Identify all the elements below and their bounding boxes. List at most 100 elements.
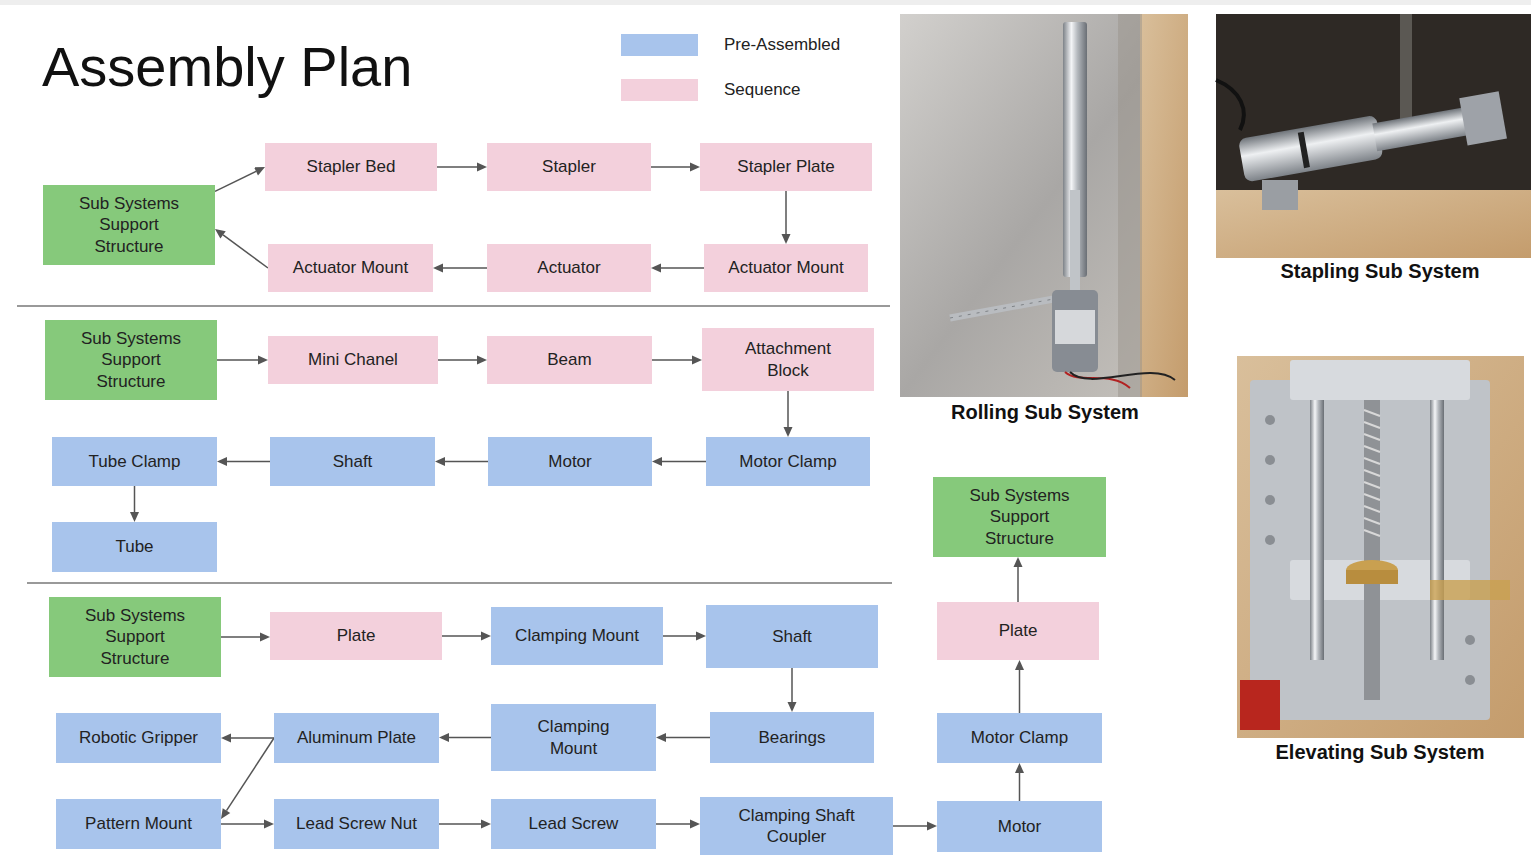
flow-arrow bbox=[788, 668, 797, 712]
box-label: Stapler bbox=[542, 156, 596, 177]
preassembled-box: Motor bbox=[488, 437, 652, 486]
flow-arrow bbox=[437, 163, 487, 172]
flow-arrow bbox=[782, 191, 791, 244]
flow-arrow bbox=[651, 264, 704, 273]
section-divider bbox=[27, 582, 892, 584]
arrow-line bbox=[438, 359, 477, 361]
arrow-head bbox=[1014, 557, 1023, 567]
flow-arrow bbox=[651, 163, 700, 172]
box-label: Lead Screw bbox=[529, 813, 619, 834]
box-content: Shaft bbox=[333, 451, 373, 472]
arrow-line bbox=[223, 235, 268, 268]
box-content: Stapler Bed bbox=[307, 156, 396, 177]
box-label: Tube Clamp bbox=[89, 451, 181, 472]
arrow-line bbox=[221, 823, 264, 825]
box-label: Plate bbox=[337, 625, 376, 646]
flow-arrow bbox=[215, 167, 265, 191]
preassembled-box: Shaft bbox=[270, 437, 435, 486]
arrow-line bbox=[449, 737, 491, 739]
box-label: Robotic Gripper bbox=[79, 727, 198, 748]
support-box: Sub Systems Support Structure bbox=[933, 477, 1106, 557]
arrow-head bbox=[692, 356, 702, 365]
box-content: Bearings bbox=[758, 727, 825, 748]
box-label: Motor Clamp bbox=[971, 727, 1068, 748]
arrow-line bbox=[437, 166, 477, 168]
box-content: Clamping Shaft Coupler bbox=[727, 805, 867, 848]
photo-caption: Rolling Sub System bbox=[951, 401, 1139, 424]
arrow-head bbox=[1015, 660, 1024, 670]
flow-arrow bbox=[652, 457, 706, 466]
arrow-line bbox=[785, 191, 787, 234]
box-content: Tube bbox=[115, 536, 153, 557]
flow-arrow bbox=[1014, 557, 1023, 602]
stapling-photo bbox=[1216, 14, 1531, 258]
box-content: Sub Systems Support Structure bbox=[69, 328, 194, 392]
sequence-box: Plate bbox=[937, 602, 1099, 660]
box-content: Motor bbox=[548, 451, 591, 472]
arrow-head bbox=[435, 457, 445, 466]
arrow-head bbox=[439, 733, 449, 742]
arrow-head bbox=[481, 820, 491, 829]
arrow-line bbox=[134, 486, 136, 512]
arrow-head bbox=[782, 234, 791, 244]
arrow-line bbox=[661, 267, 704, 269]
arrow-head bbox=[652, 457, 662, 466]
arrow-line bbox=[227, 461, 270, 463]
flow-arrow bbox=[217, 356, 268, 365]
arrow-line bbox=[1019, 773, 1021, 801]
sequence-box: Actuator bbox=[487, 244, 651, 292]
arrow-line bbox=[226, 738, 274, 811]
top-band bbox=[0, 0, 1531, 5]
arrow-head bbox=[1015, 763, 1024, 773]
flow-arrow bbox=[435, 457, 488, 466]
flow-arrow bbox=[221, 734, 274, 743]
box-label: Motor Clamp bbox=[739, 451, 836, 472]
preassembled-box: Motor bbox=[937, 801, 1102, 852]
arrow-line bbox=[666, 737, 710, 739]
flow-arrow bbox=[784, 391, 793, 437]
flow-arrow bbox=[221, 633, 270, 642]
arrow-line bbox=[893, 825, 927, 827]
arrow-line bbox=[443, 267, 487, 269]
box-label: Clamping Mount bbox=[515, 625, 639, 646]
flow-arrow bbox=[1015, 763, 1024, 801]
box-content: Motor bbox=[998, 816, 1041, 837]
diagram-title: Assembly Plan bbox=[42, 34, 412, 99]
support-box: Sub Systems Support Structure bbox=[43, 185, 215, 265]
box-content: Plate bbox=[999, 620, 1038, 641]
arrow-head bbox=[215, 229, 226, 239]
preassembled-box: Bearings bbox=[710, 712, 874, 763]
arrow-head bbox=[260, 633, 270, 642]
box-content: Actuator Mount bbox=[293, 257, 408, 278]
arrow-line bbox=[1019, 670, 1021, 713]
box-label: Sub Systems Support Structure bbox=[69, 328, 194, 392]
arrow-head bbox=[254, 167, 265, 175]
sequence-box: Actuator Mount bbox=[268, 244, 433, 292]
arrow-head bbox=[477, 163, 487, 172]
box-label: Motor bbox=[548, 451, 591, 472]
box-label: Lead Screw Nut bbox=[296, 813, 417, 834]
box-label: Sub Systems Support Structure bbox=[957, 485, 1082, 549]
legend-text: Sequence bbox=[724, 80, 801, 100]
flow-arrow bbox=[221, 738, 274, 819]
section-divider bbox=[17, 305, 890, 307]
arrow-head bbox=[481, 632, 491, 641]
arrow-line bbox=[663, 635, 696, 637]
arrow-head bbox=[927, 822, 937, 831]
arrow-head bbox=[477, 356, 487, 365]
legend-text: Pre-Assembled bbox=[724, 35, 840, 55]
flow-arrow bbox=[433, 264, 487, 273]
preassembled-box: Clamping Shaft Coupler bbox=[700, 797, 893, 855]
flow-arrow bbox=[1015, 660, 1024, 713]
preassembled-box: Tube bbox=[52, 522, 217, 572]
arrow-line bbox=[651, 166, 690, 168]
arrow-head bbox=[217, 457, 227, 466]
arrow-head bbox=[433, 264, 443, 273]
arrow-head bbox=[221, 734, 231, 743]
box-label: Actuator Mount bbox=[293, 257, 408, 278]
elevating-photo bbox=[1237, 356, 1524, 738]
sequence-box: Mini Chanel bbox=[268, 336, 438, 384]
arrow-head bbox=[264, 820, 274, 829]
arrow-line bbox=[442, 635, 481, 637]
